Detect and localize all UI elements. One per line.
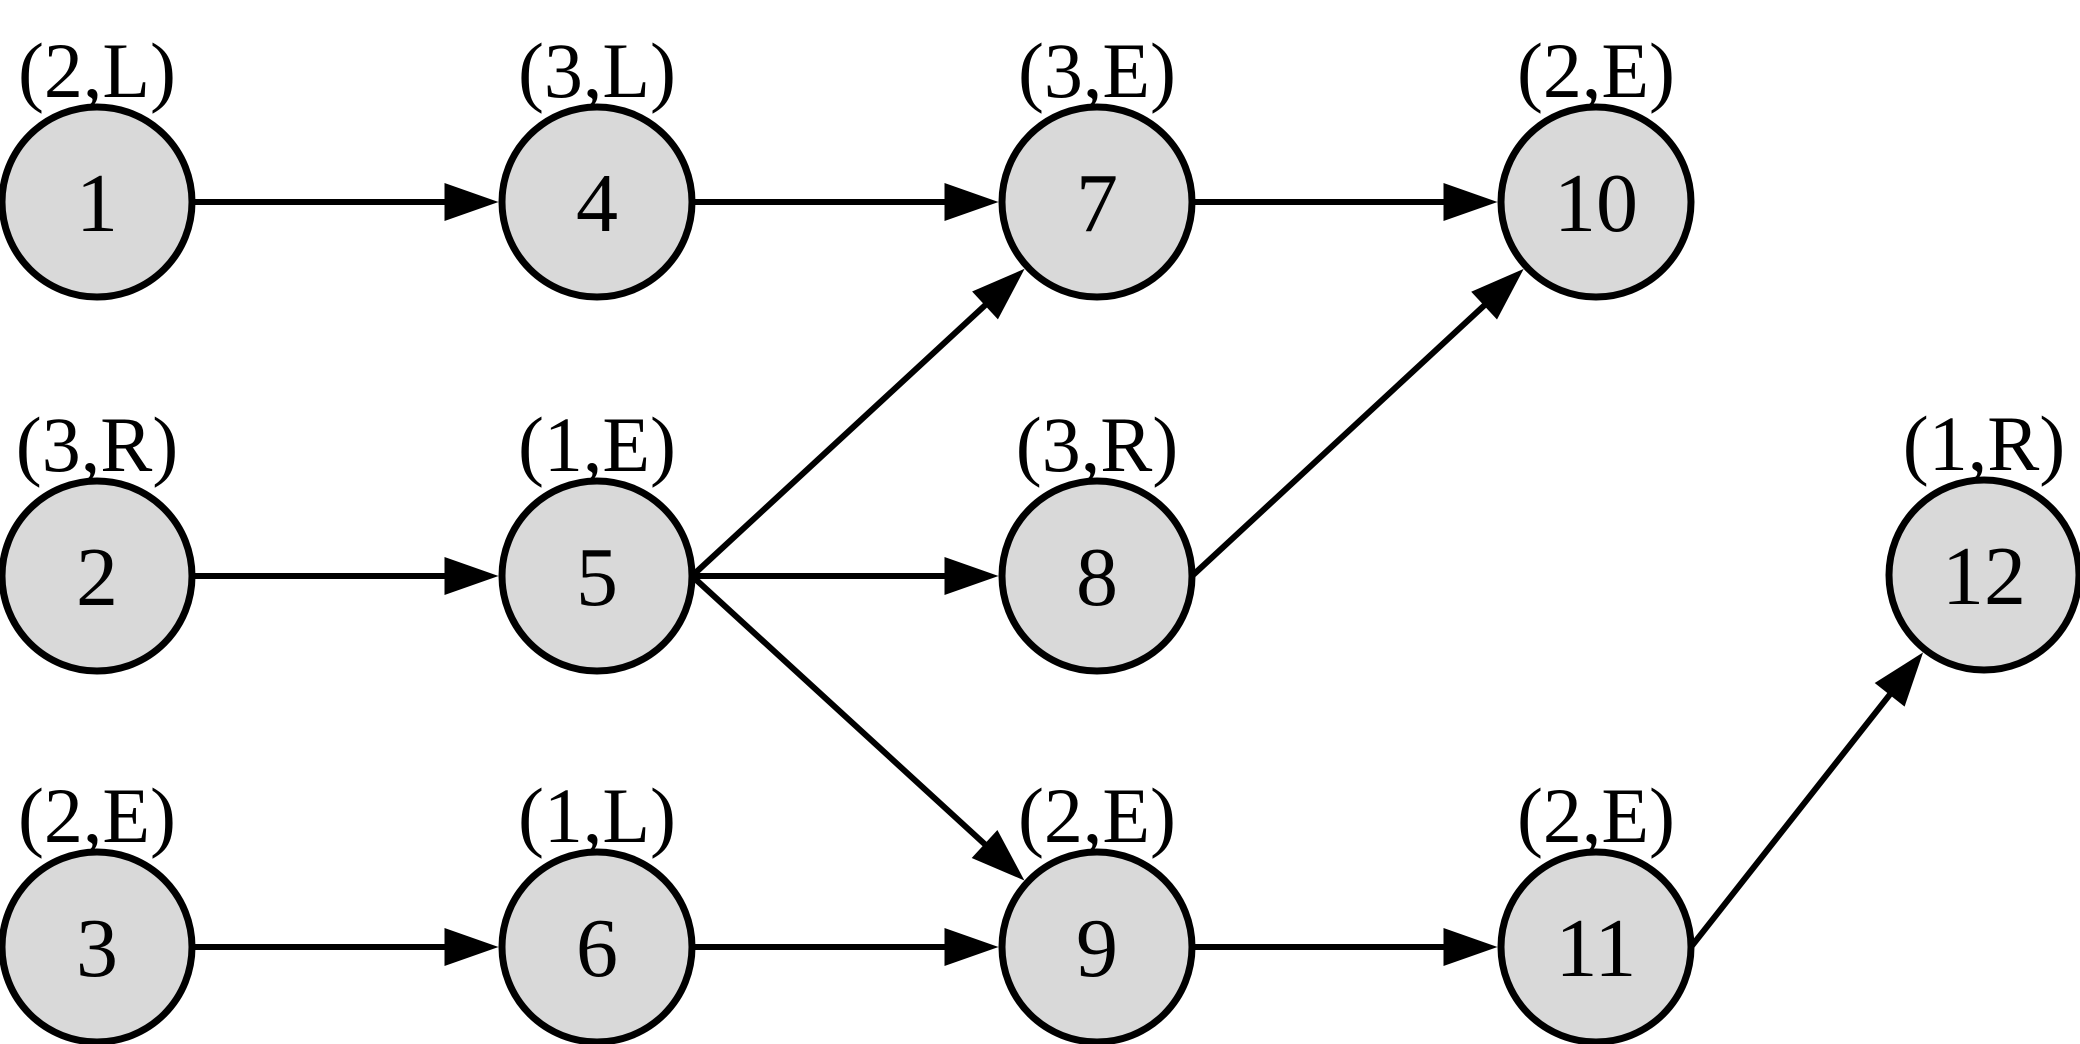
- node-2: 2 (3,R): [0, 401, 196, 675]
- arrowhead-icon: [944, 183, 999, 221]
- arrowhead-icon: [444, 183, 499, 221]
- node-5-number: 5: [576, 531, 618, 624]
- node-8-number: 8: [1076, 531, 1118, 624]
- node-8-circle: [998, 477, 1196, 675]
- node-3-number: 3: [76, 902, 118, 995]
- node-7-number: 7: [1076, 157, 1118, 250]
- node-11-number: 11: [1556, 902, 1637, 995]
- edge-2-5: [192, 557, 499, 595]
- node-7-circle: [998, 103, 1196, 301]
- arrowhead-icon: [972, 268, 1025, 320]
- node-10-circle: [1497, 103, 1695, 301]
- node-9-annotation: (2,E): [1018, 772, 1176, 859]
- edge-line-5-7: [689, 301, 989, 579]
- node-1-circle: [0, 103, 196, 301]
- node-4-annotation: (3,L): [518, 27, 676, 114]
- node-4: 4 (3,L): [498, 27, 696, 301]
- node-7: 7 (3,E): [998, 27, 1196, 301]
- node-12-number: 12: [1942, 530, 2026, 623]
- edge-5-8: [692, 557, 999, 595]
- node-6-number: 6: [576, 902, 618, 995]
- edge-9-11: [1192, 928, 1498, 966]
- node-3-annotation: (2,E): [18, 772, 176, 859]
- edge-5-7: [689, 268, 1025, 579]
- edge-line-8-10: [1189, 301, 1488, 579]
- arrowhead-icon: [1471, 268, 1524, 320]
- node-8-annotation: (3,R): [1016, 401, 1178, 488]
- node-12-circle: [1885, 476, 2080, 674]
- node-11-annotation: (2,E): [1517, 772, 1675, 859]
- node-7-annotation: (3,E): [1018, 27, 1176, 114]
- edge-line-5-9: [689, 573, 989, 848]
- node-10: 10 (2,E): [1497, 27, 1695, 301]
- node-11-circle: [1497, 848, 1695, 1044]
- node-1: 1 (2,L): [0, 27, 196, 301]
- edge-7-10: [1192, 183, 1498, 221]
- node-1-annotation: (2,L): [18, 27, 176, 114]
- arrowhead-icon: [1443, 183, 1498, 221]
- node-2-number: 2: [76, 531, 118, 624]
- node-5-annotation: (1,E): [518, 401, 676, 488]
- node-6: 6 (1,L): [498, 772, 696, 1044]
- arrowhead-icon: [944, 557, 999, 595]
- node-4-circle: [498, 103, 696, 301]
- node-5-circle: [498, 477, 696, 675]
- edge-1-4: [192, 183, 499, 221]
- node-10-number: 10: [1554, 157, 1638, 250]
- node-3-circle: [0, 848, 196, 1044]
- node-9-number: 9: [1076, 902, 1118, 995]
- node-8: 8 (3,R): [998, 401, 1196, 675]
- node-5: 5 (1,E): [498, 401, 696, 675]
- arrowhead-icon: [444, 928, 499, 966]
- arrowhead-icon: [1443, 928, 1498, 966]
- node-4-number: 4: [576, 157, 618, 250]
- arrowhead-icon: [944, 928, 999, 966]
- node-12: 12 (1,R): [1885, 400, 2080, 674]
- edge-6-9: [692, 928, 999, 966]
- edge-8-10: [1189, 268, 1524, 579]
- node-11: 11 (2,E): [1497, 772, 1695, 1044]
- node-12-annotation: (1,R): [1903, 400, 2065, 487]
- node-2-circle: [0, 477, 196, 675]
- node-9-circle: [998, 848, 1196, 1044]
- node-10-annotation: (2,E): [1517, 27, 1675, 114]
- edge-4-7: [692, 183, 999, 221]
- edge-11-12: [1688, 652, 1924, 949]
- edge-line-11-12: [1688, 691, 1894, 949]
- node-9: 9 (2,E): [998, 772, 1196, 1044]
- node-6-annotation: (1,L): [518, 772, 676, 859]
- arrowhead-icon: [1874, 652, 1924, 707]
- node-1-number: 1: [76, 157, 118, 250]
- node-3: 3 (2,E): [0, 772, 196, 1044]
- node-2-annotation: (3,R): [16, 401, 178, 488]
- arrowhead-icon: [971, 830, 1025, 881]
- edge-3-6: [192, 928, 499, 966]
- arrowhead-icon: [444, 557, 499, 595]
- edge-5-9: [689, 573, 1025, 881]
- node-6-circle: [498, 848, 696, 1044]
